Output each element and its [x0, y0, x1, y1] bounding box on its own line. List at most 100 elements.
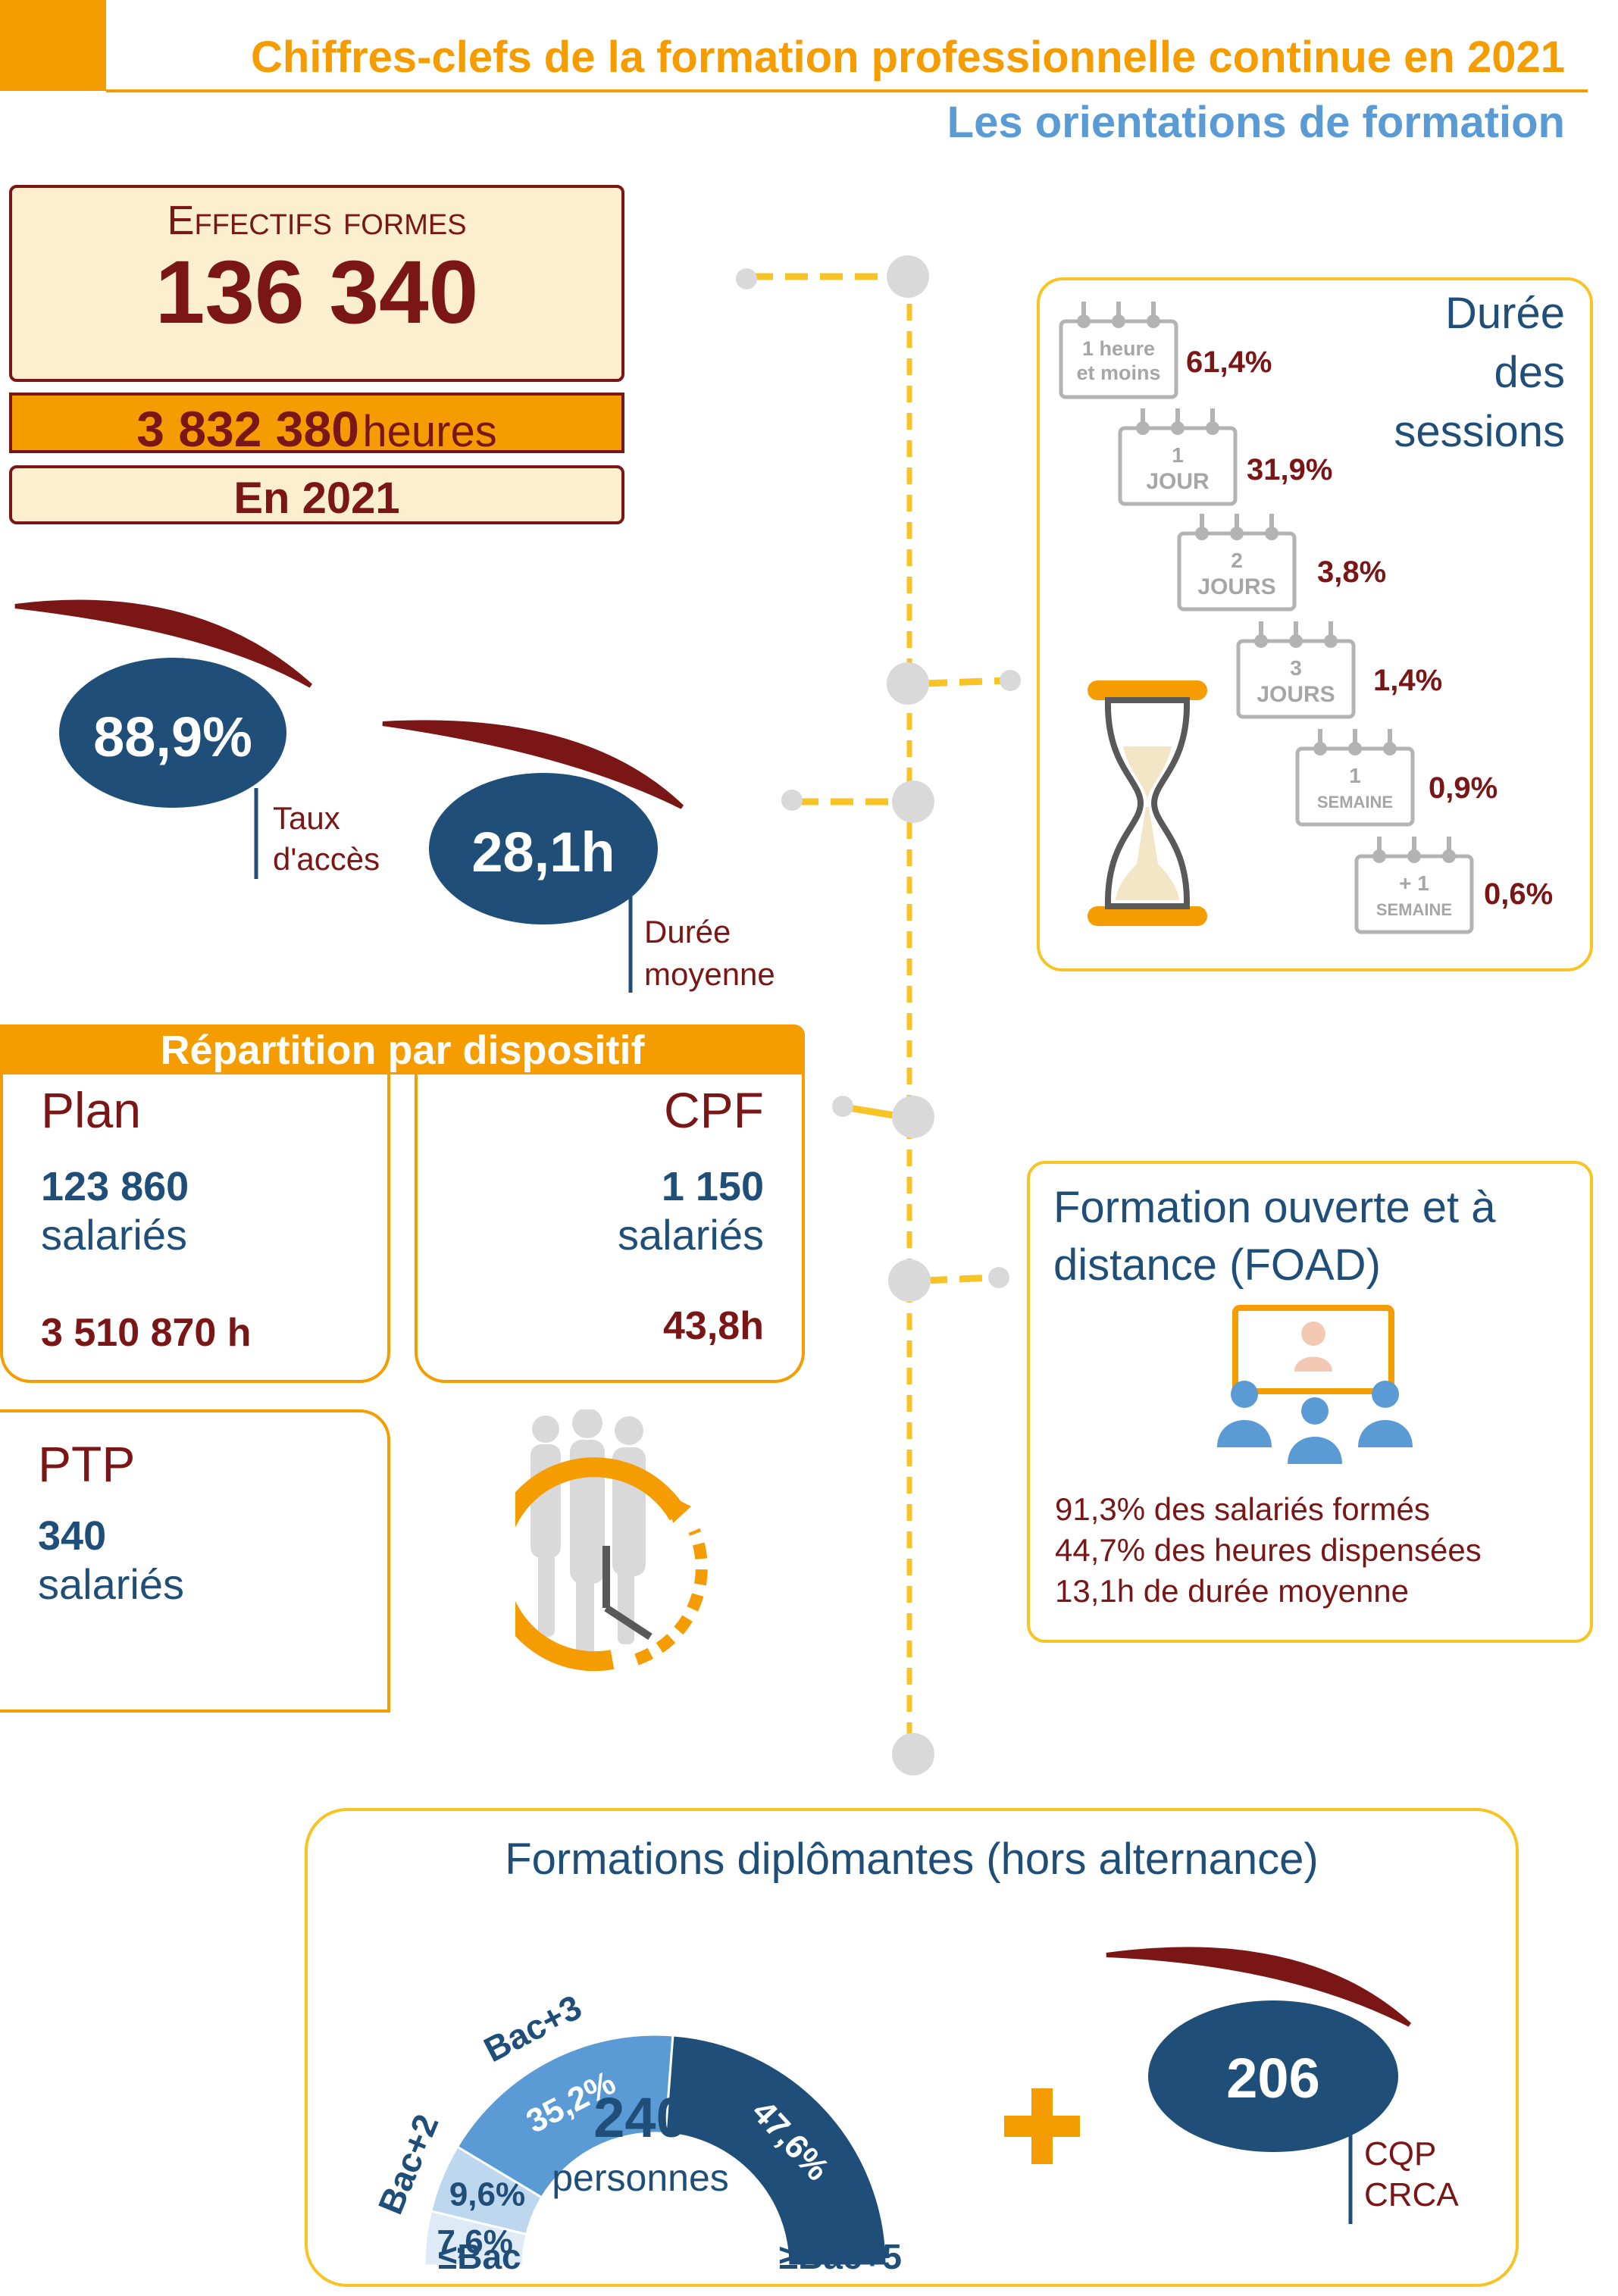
donut-slice-2 — [455, 2033, 674, 2200]
donut-category-label-0: ≤Bac — [438, 2237, 521, 2276]
cpf-duration: 43,8h — [663, 1304, 764, 1348]
diplomantes-title: Formations diplômantes (hors alternance) — [505, 1835, 1319, 1884]
hours-value: 3 832 380 — [136, 401, 359, 457]
timeline-node — [887, 255, 929, 298]
effectifs-value: 136 340 — [155, 242, 479, 343]
plan-hours: 3 510 870 h — [41, 1311, 252, 1355]
pct-1h: 61,4% — [1186, 346, 1272, 379]
calendar-1h: 1 heure et moins — [1061, 335, 1176, 396]
calendar-1-jour: 1 JOUR — [1120, 441, 1235, 502]
calendar-line2: JOURS — [1257, 682, 1335, 707]
repartition-header: Répartition par dispositif — [0, 1024, 805, 1074]
duree-moyenne-badge: 28,1h — [429, 773, 658, 924]
plan-card: Plan 123 860 salariés 3 510 870 h — [0, 1065, 390, 1383]
online-class-icon — [1217, 1305, 1413, 1464]
page-subtitle: Les orientations de formation — [947, 98, 1565, 147]
taux-acces-label-2: d'accès — [273, 841, 380, 877]
calendar-1-semaine: 1 SEMAINE — [1297, 762, 1413, 822]
chart-total: 240 — [593, 2086, 687, 2149]
foad-stat-2: 44,7% des heures dispensées — [1055, 1532, 1482, 1568]
calendar-line1: 1 — [1349, 764, 1361, 787]
cpf-card: CPF 1 150 salariés 43,8h — [415, 1065, 805, 1383]
people-clock-icon — [515, 1409, 708, 1672]
ptp-count: 340 — [38, 1513, 107, 1559]
calendar-line1: 3 — [1290, 656, 1302, 680]
pct-1-jour: 31,9% — [1247, 453, 1333, 486]
timeline-node — [887, 662, 929, 705]
page-title: Chiffres-clefs de la formation professio… — [251, 33, 1565, 82]
year-box: En 2021 — [9, 465, 624, 524]
diplomantes-box — [305, 1808, 1519, 2287]
foad-stat-1: 91,3% des salariés formés — [1055, 1491, 1430, 1527]
plan-count: 123 860 — [41, 1164, 189, 1209]
timeline-node — [892, 1733, 934, 1775]
plan-name: Plan — [41, 1082, 142, 1138]
ptp-card: PTP 340 salariés — [0, 1409, 390, 1713]
cqp-label-1: CQP — [1364, 2135, 1437, 2172]
taux-acces-value: 88,9% — [93, 705, 252, 768]
timeline-dot — [736, 268, 757, 289]
duree-sessions-box — [1037, 277, 1593, 971]
swoosh-cqp — [1106, 1947, 1412, 2027]
timeline-node — [892, 1096, 934, 1138]
cpf-unit: salariés — [618, 1211, 764, 1259]
calendar-plus-1-semaine: + 1 SEMAINE — [1357, 869, 1472, 930]
pct-plus-1-semaine: 0,6% — [1484, 877, 1554, 911]
sessions-title-2: des — [1494, 348, 1565, 397]
timeline-dot — [988, 1267, 1009, 1288]
repartition-title: Répartition par dispositif — [160, 1028, 645, 1073]
calendar-2-jours: 2 JOURS — [1179, 546, 1294, 607]
effectifs-box: Effectifs formes 136 340 — [9, 185, 624, 382]
calendar-line1: 1 — [1172, 443, 1184, 467]
calendar-line1: + 1 — [1399, 871, 1429, 895]
pct-2-jours: 3,8% — [1317, 555, 1387, 589]
pct-1-semaine: 0,9% — [1429, 771, 1498, 805]
foad-title-2: distance (FOAD) — [1053, 1240, 1381, 1290]
donut-value-label-1: 9,6% — [449, 2176, 525, 2213]
hourglass-icon — [1088, 680, 1207, 926]
sessions-title-1: Durée — [1445, 289, 1565, 338]
header-underline — [106, 89, 1588, 92]
donut-slice-3 — [664, 2034, 888, 2267]
calendar-line1: 2 — [1231, 549, 1243, 572]
cpf-name: CPF — [664, 1082, 764, 1138]
year-text: En 2021 — [233, 474, 400, 523]
pct-3-jours: 1,4% — [1373, 664, 1443, 697]
swoosh-taux — [14, 599, 313, 688]
swoosh-duree — [382, 720, 684, 809]
cqp-value: 206 — [1226, 2047, 1320, 2110]
duree-moyenne-value: 28,1h — [471, 821, 615, 884]
timeline-node — [892, 780, 934, 823]
taux-acces-label-1: Taux — [273, 800, 340, 836]
ptp-unit: salariés — [38, 1560, 184, 1608]
timeline-dot — [1000, 670, 1021, 691]
plan-unit: salariés — [41, 1211, 187, 1259]
sessions-title-3: sessions — [1394, 407, 1565, 456]
calendar-line2: et moins — [1076, 361, 1161, 384]
calendar-line2: SEMAINE — [1316, 793, 1394, 812]
ptp-name: PTP — [38, 1436, 136, 1492]
donut-category-label-3: ≥Bac+5 — [779, 2237, 902, 2276]
plus-icon — [1004, 2088, 1080, 2164]
taux-acces-badge: 88,9% — [59, 658, 286, 808]
cqp-label-2: CRCA — [1364, 2176, 1459, 2213]
hours-box: 3 832 380 heures — [9, 393, 624, 457]
hours-text: 3 832 380 heures — [12, 400, 621, 458]
foad-box — [1027, 1161, 1593, 1643]
foad-stat-3: 13,1h de durée moyenne — [1055, 1573, 1410, 1609]
timeline-dot — [781, 790, 803, 811]
cqp-badge: 206 — [1148, 2000, 1398, 2152]
calendar-line1: 1 heure — [1081, 337, 1156, 360]
effectifs-label: Effectifs formes — [167, 198, 467, 243]
cpf-count: 1 150 — [661, 1164, 764, 1209]
timeline-dot — [832, 1096, 853, 1117]
calendar-line2: JOURS — [1197, 574, 1276, 599]
calendar-3-jours: 3 JOURS — [1238, 654, 1354, 715]
chart-total-unit: personnes — [552, 2157, 729, 2199]
hours-unit: heures — [362, 407, 497, 456]
duree-moyenne-label-1: Durée — [644, 914, 731, 949]
calendar-line2: SEMAINE — [1375, 900, 1453, 919]
calendar-line2: JOUR — [1146, 469, 1210, 494]
